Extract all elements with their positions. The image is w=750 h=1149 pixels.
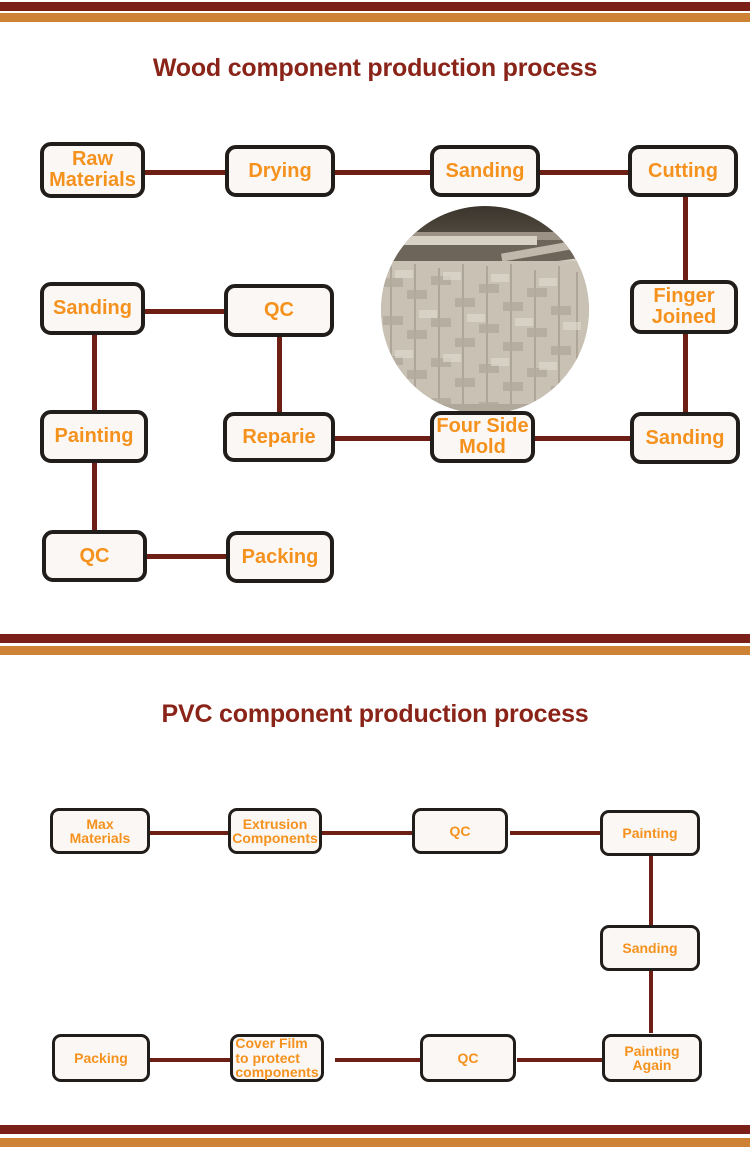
node-label: Painting <box>54 425 134 448</box>
node-label: Packing <box>241 545 319 568</box>
node-drying[interactable]: Drying <box>225 145 335 197</box>
connector-painting-to-sanding <box>649 855 653 927</box>
connector-sanding2-to-mold <box>533 436 635 441</box>
connector-cover-film-to-packing <box>150 1058 230 1062</box>
divider-bar-orange <box>0 646 750 655</box>
top-bar-maroon <box>0 2 750 11</box>
wood-process-photo <box>381 206 589 414</box>
bottom-bar-orange <box>0 1138 750 1147</box>
node-sanding-1[interactable]: Sanding <box>430 145 540 197</box>
node-sanding-2[interactable]: Sanding <box>630 412 740 464</box>
node-packing[interactable]: Packing <box>226 531 334 583</box>
connector-sanding3-to-qc1 <box>140 309 228 314</box>
connector-mold-to-reparie <box>332 436 437 441</box>
node-label: Reparie <box>242 425 316 448</box>
connector-extrusion-to-qc1 <box>320 831 415 835</box>
connector-finger-to-sanding2 <box>683 332 688 416</box>
top-bar-orange <box>0 13 750 22</box>
connector-sanding-to-painting-again <box>649 971 653 1033</box>
node-label: QC <box>449 822 471 839</box>
connector-drying-to-sanding1 <box>332 170 432 175</box>
connector-qc1-to-painting <box>510 831 602 835</box>
node-pvc-painting[interactable]: Painting <box>600 810 700 856</box>
node-label: Painting <box>622 824 678 841</box>
top-decorative-bars <box>0 0 750 22</box>
node-label: QC <box>457 1049 479 1066</box>
connector-qc1-to-reparie <box>277 337 282 417</box>
connector-sanding1-to-cutting <box>537 170 632 175</box>
wood-section-title: Wood component production process <box>152 54 598 82</box>
node-label: QC <box>79 544 110 567</box>
divider-decorative-bars <box>0 630 750 656</box>
node-label: Packing <box>74 1049 128 1066</box>
node-label: Sanding <box>645 426 725 449</box>
node-pvc-qc-2[interactable]: QC <box>420 1034 516 1082</box>
divider-bar-maroon <box>0 634 750 643</box>
pvc-section-title: PVC component production process <box>161 700 589 728</box>
node-label: Drying <box>248 159 312 182</box>
node-label: Sanding <box>622 939 678 956</box>
bottom-bar-maroon <box>0 1125 750 1134</box>
node-cutting[interactable]: Cutting <box>628 145 738 197</box>
node-pvc-qc-1[interactable]: QC <box>412 808 508 854</box>
connector-cutting-to-finger <box>683 196 688 280</box>
node-label: QC <box>264 299 294 322</box>
connector-qc2-to-cover-film <box>335 1058 425 1062</box>
node-label: Sanding <box>445 159 525 182</box>
bottom-decorative-bars <box>0 1125 750 1149</box>
connector-max-to-extrusion <box>148 831 228 835</box>
node-pvc-packing[interactable]: Packing <box>52 1034 150 1082</box>
node-pvc-sanding[interactable]: Sanding <box>600 925 700 971</box>
node-label: Cutting <box>648 159 718 182</box>
connector-sanding3-to-painting <box>92 335 97 415</box>
connector-qc2-to-packing <box>144 554 230 559</box>
connector-raw-to-drying <box>140 170 230 175</box>
node-painting[interactable]: Painting <box>40 410 148 463</box>
node-reparie[interactable]: Reparie <box>223 412 335 462</box>
node-label: Sanding <box>53 297 132 320</box>
connector-painting-again-to-qc2 <box>517 1058 602 1062</box>
node-qc-2[interactable]: QC <box>42 530 147 582</box>
node-qc-1[interactable]: QC <box>224 284 334 337</box>
connector-painting-to-qc2 <box>92 462 97 534</box>
node-sanding-3[interactable]: Sanding <box>40 282 145 335</box>
